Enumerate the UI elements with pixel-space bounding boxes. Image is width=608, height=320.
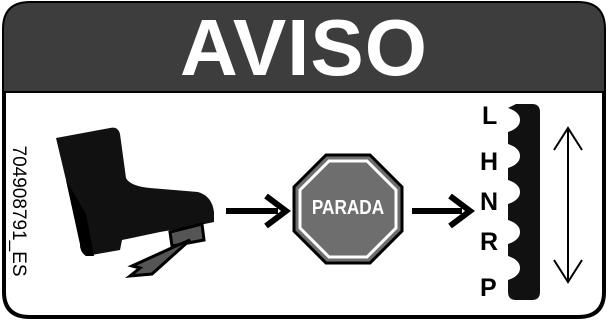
gear-label-h: H	[480, 148, 499, 176]
header-band	[4, 3, 604, 92]
sign-title: AVISO	[179, 3, 428, 92]
gear-label-n: N	[480, 188, 499, 216]
stop-sign-label: PARADA	[311, 197, 385, 219]
boot-icon	[56, 127, 214, 256]
arrow-right-icon	[412, 193, 475, 229]
gear-selector-icon	[508, 104, 540, 300]
arrow-right-icon	[226, 193, 291, 229]
stop-sign-icon	[292, 153, 404, 265]
gear-label-l: L	[482, 102, 498, 130]
gear-label-p: P	[480, 274, 497, 302]
double-arrow-icon	[553, 126, 583, 284]
brake-pedal-icon	[125, 222, 206, 278]
gear-label-r: R	[480, 228, 499, 256]
